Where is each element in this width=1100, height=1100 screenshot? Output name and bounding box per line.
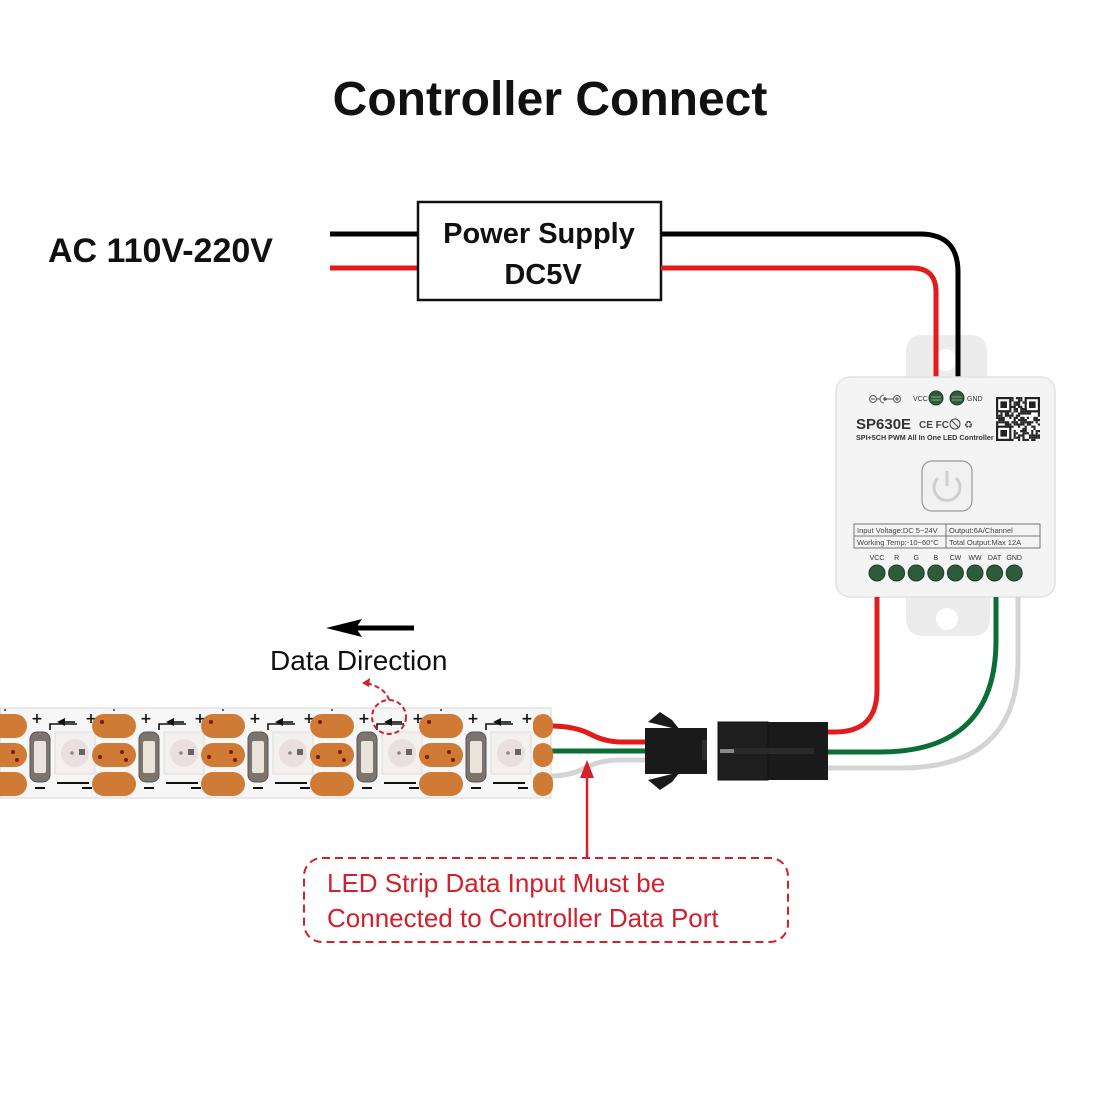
dc-polarity-icon: [869, 394, 901, 404]
strip-wire-white: [549, 757, 648, 779]
power-supply-box: [416, 200, 663, 302]
power-icon: [932, 471, 962, 502]
copper-pad: [310, 772, 354, 796]
vcc-input-port: [928, 390, 944, 406]
output-port-r: [888, 564, 906, 582]
ac-input-label: AC 110V-220V: [48, 232, 273, 270]
end-copper-pad: [533, 743, 553, 767]
data-direction-arrow: [326, 619, 414, 637]
power-supply-voltage: DC5V: [504, 259, 582, 291]
spec-table: Input Voltage:DC 5~24V Output:6A/Channel…: [853, 523, 1041, 549]
output-port-dat: [986, 564, 1004, 582]
qr-code[interactable]: [995, 397, 1040, 442]
output-wire-white: [826, 597, 1021, 771]
copper-pad: [201, 714, 245, 738]
spec-working-temp: Working Temp:-10~60°C: [857, 538, 939, 547]
output-wire-green: [826, 597, 999, 755]
output-port-vcc: [868, 564, 886, 582]
output-port-b: [927, 564, 945, 582]
strip-data-arrow-icon: [166, 718, 174, 726]
connector-male: [717, 721, 828, 781]
strip-data-arrow-icon: [57, 718, 65, 726]
end-copper-pad: [533, 714, 553, 738]
output-wire-red: [826, 597, 880, 735]
plus-mark: +: [31, 711, 43, 727]
led-strip: ++++++++++++: [0, 707, 553, 799]
output-port-label: R: [894, 555, 899, 562]
output-port-label: B: [933, 555, 938, 562]
copper-pad: [419, 714, 463, 738]
dc-wire-red: [661, 265, 939, 390]
output-port-gnd: [1005, 564, 1023, 582]
plus-mark: +: [358, 711, 370, 727]
controller-mount-tab-top: [906, 335, 987, 378]
recycle-icon: ♻: [964, 420, 973, 431]
controller-subtitle: SPI+5CH PWM All In One LED Controller: [856, 433, 994, 442]
copper-pad: [201, 772, 245, 796]
output-port-cw: [946, 564, 964, 582]
strip-data-arrow-icon: [384, 718, 392, 726]
output-port-label: G: [913, 555, 918, 562]
copper-pad: [92, 772, 136, 796]
highlight-arrowhead: [362, 678, 370, 687]
diagram-title: Controller Connect: [333, 73, 768, 126]
power-button[interactable]: [921, 460, 973, 512]
copper-pad: [0, 772, 27, 796]
spec-total-output: Total Output:Max 12A: [949, 538, 1021, 547]
output-port-ww: [966, 564, 984, 582]
copper-pad: [92, 714, 136, 738]
output-port-label: CW: [950, 555, 962, 562]
note-line-2: Connected to Controller Data Port: [327, 903, 719, 933]
output-port-g: [907, 564, 925, 582]
data-direction-label: Data Direction: [270, 645, 447, 676]
controller-mount-tab-bottom: [906, 596, 990, 636]
end-copper-pad: [533, 772, 553, 796]
copper-pad: [0, 714, 27, 738]
copper-pad: [419, 772, 463, 796]
copper-pad: [419, 743, 463, 767]
power-supply-label: Power Supply: [443, 218, 635, 250]
plus-mark: +: [467, 711, 479, 727]
controller-model: SP630E: [856, 416, 911, 433]
plus-mark: +: [140, 711, 152, 727]
certification-marks: CE FC: [919, 420, 949, 431]
copper-pad: [310, 714, 354, 738]
spec-input-voltage: Input Voltage:DC 5~24V: [857, 526, 938, 535]
connector-female: [645, 712, 707, 790]
plus-mark: +: [521, 711, 533, 727]
strip-data-arrow-icon: [275, 718, 283, 726]
plus-mark: +: [249, 711, 261, 727]
plus-mark: +: [412, 711, 424, 727]
gnd-input-port: [949, 390, 965, 406]
strip-data-arrow-icon: [493, 718, 501, 726]
rohs-icon: [949, 418, 961, 430]
output-ports: VCC R G B CW WW DAT GND: [868, 555, 1023, 582]
strip-wire-red: [549, 723, 648, 745]
output-port-label: GND: [1006, 555, 1022, 562]
output-port-label: VCC: [870, 555, 885, 562]
copper-pad: [201, 743, 245, 767]
output-port-label: DAT: [988, 555, 1002, 562]
plus-mark: +: [303, 711, 315, 727]
port-label-gnd-input: GND: [967, 396, 983, 403]
note-box: [303, 857, 789, 943]
copper-pad: [310, 743, 354, 767]
output-port-label: WW: [968, 555, 982, 562]
copper-pad: [92, 743, 136, 767]
spec-output: Output:6A/Channel: [949, 526, 1013, 535]
copper-pad: [0, 743, 27, 767]
plus-mark: +: [194, 711, 206, 727]
note-line-1: LED Strip Data Input Must be: [327, 868, 665, 898]
port-label-vcc-input: VCC: [913, 396, 928, 403]
plus-mark: +: [85, 711, 97, 727]
dc-wire-black: [661, 231, 961, 390]
